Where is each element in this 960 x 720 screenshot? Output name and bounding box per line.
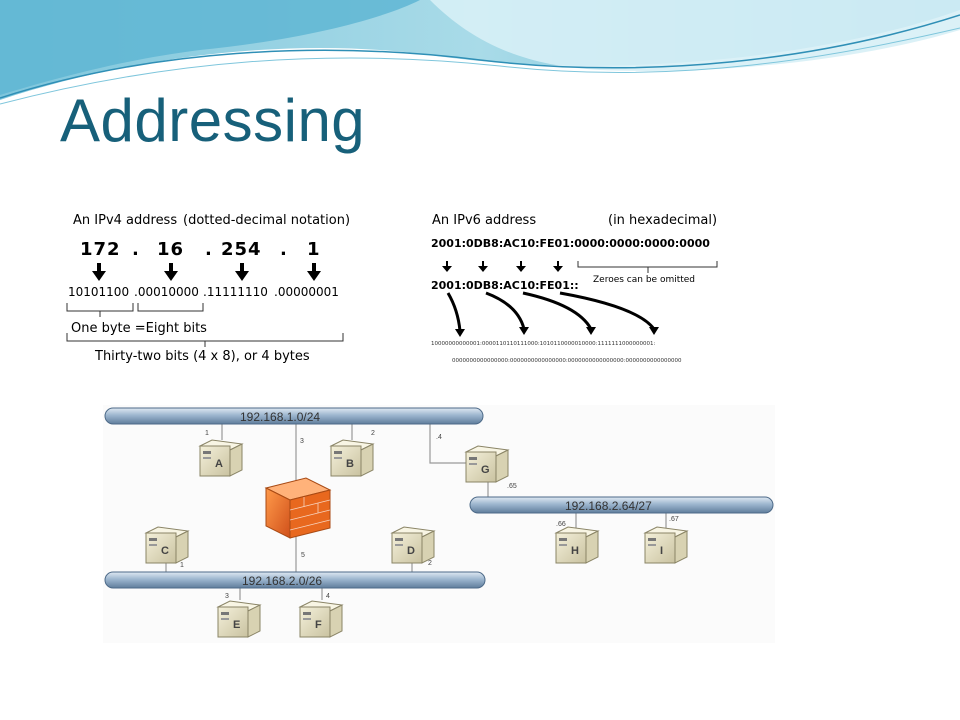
- addr-a: 1: [205, 430, 209, 437]
- computer-a-icon: A: [198, 439, 244, 477]
- ipv4-binary-2: .00010000: [134, 285, 199, 299]
- ipv4-caption: An IPv4 address: [73, 213, 178, 228]
- computer-c-icon: C: [144, 526, 190, 564]
- ipv4-byte-note: One byte =Eight bits: [71, 321, 207, 336]
- ipv4-arrow-1: [92, 263, 106, 281]
- ipv4-total-note: Thirty-two bits (4 x 8), or 4 bytes: [95, 349, 310, 364]
- ipv4-arrows: [66, 263, 344, 347]
- ipv6-zero-note: Zeroes can be omitted: [593, 275, 696, 285]
- ipv4-binary-1: 10101100: [68, 285, 130, 299]
- computer-h-icon: H: [554, 526, 600, 564]
- ipv4-dot-2: .: [205, 239, 213, 260]
- ipv4-octet-3: 254: [221, 239, 262, 260]
- computer-f-icon: F: [298, 600, 344, 638]
- ipv4-arrow-4: [307, 263, 321, 281]
- addr-i: .67: [669, 516, 679, 523]
- addr-g: .4: [436, 434, 442, 441]
- computer-g-icon: G: [464, 445, 510, 483]
- ipv4-octet-1: 172: [80, 239, 121, 260]
- addr-b: 2: [371, 430, 375, 437]
- firewall-icon: [264, 477, 332, 539]
- ipv4-byte-bracket-2: [137, 303, 204, 312]
- computer-d-icon: D: [390, 526, 436, 564]
- addr-e: 3: [225, 593, 229, 600]
- ipv6-binary-line-1: 10000000000001:0000110110111000:10101100…: [431, 341, 656, 347]
- ipv4-arrow-3: [235, 263, 249, 281]
- node-label-c: C: [161, 545, 169, 557]
- addr-c: 1: [180, 562, 184, 569]
- ipv4-binary-4: .00000001: [274, 285, 339, 299]
- node-label-g: G: [481, 464, 490, 476]
- node-label-b: B: [346, 458, 354, 470]
- bus-192-168-1-0: 192.168.1.0/24: [104, 407, 484, 425]
- bus-192-168-2-64: 192.168.2.64/27: [469, 496, 774, 514]
- ipv4-arrow-2: [164, 263, 178, 281]
- ipv6-figure: An IPv6 address (in hexadecimal) 2001:0D…: [428, 205, 728, 375]
- ipv6-arrows: [442, 261, 718, 337]
- addr-h: .66: [556, 521, 566, 528]
- computer-i-icon: I: [643, 526, 689, 564]
- ipv4-binary-3: .11111110: [203, 285, 268, 299]
- bus-label-1: 192.168.1.0/24: [240, 410, 320, 424]
- bus-label-2: 192.168.2.64/27: [565, 499, 652, 513]
- ipv4-dot-3: .: [280, 239, 288, 260]
- ipv4-octet-4: 1: [307, 239, 321, 260]
- node-label-d: D: [407, 545, 415, 557]
- ipv4-dot-1: .: [132, 239, 140, 260]
- ipv6-full-address: 2001:0DB8:AC10:FE01:0000:0000:0000:0000: [431, 237, 710, 250]
- node-label-f: F: [315, 619, 322, 631]
- ipv4-figure: An IPv4 address (dotted-decimal notation…: [60, 205, 360, 375]
- ipv4-notation: (dotted-decimal notation): [183, 213, 351, 228]
- addr-router-bottom: 5: [301, 552, 305, 559]
- bus-192-168-2-0: 192.168.2.0/26: [104, 571, 486, 589]
- addr-g-down: .65: [507, 483, 517, 490]
- header-wave-decoration: [0, 0, 960, 105]
- ipv6-binary-line-2: 0000000000000000:0000000000000000:000000…: [452, 358, 682, 364]
- ipv6-caption: An IPv6 address: [432, 213, 537, 228]
- addr-f: 4: [326, 593, 330, 600]
- node-label-e: E: [233, 619, 240, 631]
- node-label-h: H: [571, 545, 579, 557]
- computer-b-icon: B: [329, 439, 375, 477]
- slide-title: Addressing: [60, 87, 366, 154]
- addr-router-top: 3: [300, 438, 304, 445]
- node-label-a: A: [215, 458, 223, 470]
- bus-label-3: 192.168.2.0/26: [242, 574, 322, 588]
- ipv6-short-address: 2001:0DB8:AC10:FE01::: [431, 279, 579, 292]
- computer-e-icon: E: [216, 600, 262, 638]
- addr-d: 2: [428, 560, 432, 567]
- ipv6-notation: (in hexadecimal): [608, 213, 718, 228]
- ipv4-octet-2: 16: [157, 239, 185, 260]
- node-label-i: I: [660, 545, 663, 557]
